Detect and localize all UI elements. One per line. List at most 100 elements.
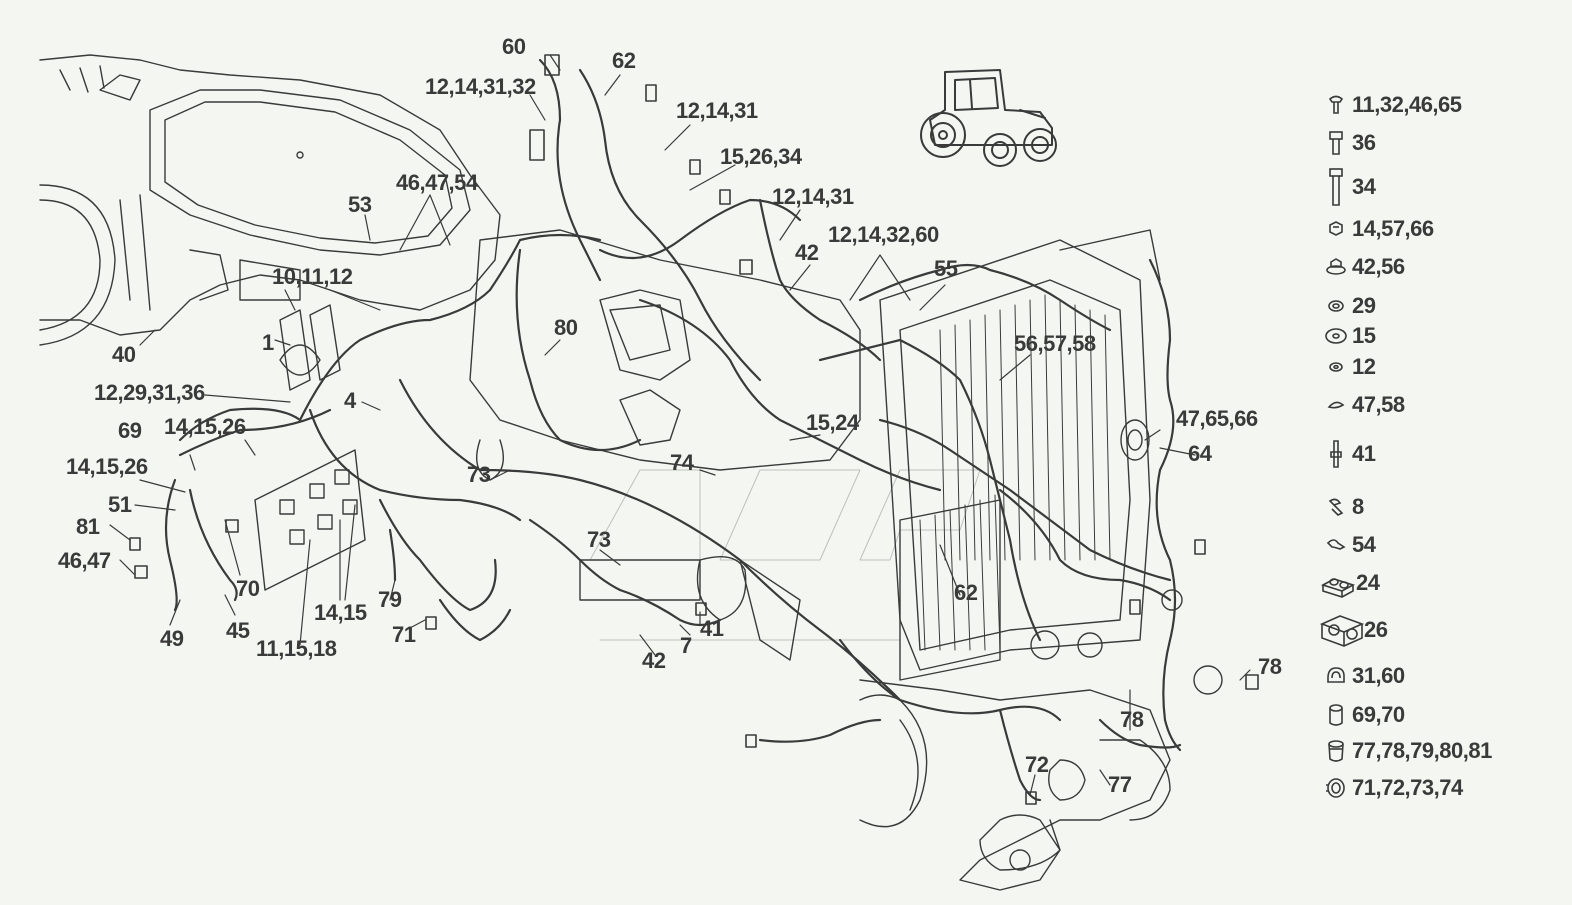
legend-row: 34 [1320,168,1376,206]
legend-row: 54 [1320,528,1376,562]
legend-label: 71,72,73,74 [1352,775,1463,800]
engine-block [469,229,861,661]
transmission-housing [39,54,501,376]
cable-tie-icon [1328,498,1344,516]
callout-label: 78 [1258,654,1282,679]
callout-label: 12,14,32,60 [828,222,939,247]
stud-icon [1330,440,1342,468]
callout-label: 12,14,31 [676,98,758,123]
leader-lines [109,54,1251,796]
legend-label: 29 [1352,293,1376,318]
callout-label: 49 [160,626,184,651]
callout-label: 53 [348,192,372,217]
callout-label: 46,47,54 [396,170,478,195]
grommet-icon [1326,778,1345,798]
legend-label: 12 [1352,354,1376,379]
horn [1030,419,1223,695]
callout-label: 15,26,34 [720,144,802,169]
callout-label: 41 [700,616,724,641]
legend-row: 24 [1320,566,1380,600]
callout-label: 1 [262,330,274,355]
callout-label: 12,14,31 [772,184,854,209]
legend-row: 47,58 [1320,388,1405,422]
legend-label: 41 [1352,441,1376,466]
legend-row: 41 [1320,437,1376,471]
callout-label: 12,29,31,36 [94,380,205,405]
clip-icon [1326,539,1346,550]
callout-label: 42 [795,240,819,265]
connectors [129,54,1259,805]
legend-label: 34 [1352,174,1376,199]
p-clamp-icon [1327,667,1345,683]
legend-label: 42,56 [1352,254,1405,279]
relay-plate [254,304,366,591]
callout-label: 62 [954,580,978,605]
legend-label: 8 [1352,494,1364,519]
callout-label: 7 [680,633,692,658]
callout-label: 46,47 [58,548,111,573]
callout-label: 12,14,31,32 [425,74,536,99]
legend-row: 42,56 [1320,250,1405,284]
callout-label: 77 [1108,772,1132,797]
callout-label: 42 [642,648,666,673]
legend-row: 71,72,73,74 [1320,771,1463,805]
callout-label: 79 [378,587,402,612]
legend-row: 77,78,79,80,81 [1320,734,1492,768]
legend-label: 15 [1352,323,1376,348]
flange-nut-icon [1326,258,1346,275]
clamp-block-small-icon [1320,578,1356,598]
callout-label: 11,15,18 [256,636,337,661]
callout-label: 62 [612,48,636,73]
bolt-long-icon [1329,168,1343,206]
legend-row: 69,70 [1320,698,1405,732]
callout-label: 10,11,12 [272,264,353,289]
callout-label: 47,65,66 [1176,406,1258,431]
legend-row: 36 [1320,126,1376,160]
front-axle [859,679,1171,891]
callout-label: 14,15,26 [164,414,246,439]
flat-washer-icon [1325,328,1347,344]
legend-row: 29 [1320,289,1376,323]
tractor-thumbnail [920,69,1057,167]
callout-label: 45 [226,618,250,643]
callout-label: 80 [554,315,578,340]
legend-row: 26 [1320,608,1388,652]
spring-washer-icon [1327,401,1345,409]
legend-row: 14,57,66 [1320,212,1434,246]
legend-label: 31,60 [1352,663,1405,688]
callout-label: 4 [344,388,356,413]
callout-label: 78 [1120,707,1144,732]
callout-label: 71 [392,622,416,647]
legend-row: 12 [1320,350,1376,384]
callout-label: 70 [236,576,260,601]
callout-label: 40 [112,342,136,367]
callout-label: 55 [934,256,958,281]
screw-icon [1328,95,1344,114]
callout-label: 56,57,58 [1014,331,1096,356]
radiator [879,229,1161,681]
legend-label: 11,32,46,65 [1352,92,1462,117]
hex-nut-icon [1329,221,1343,236]
legend-label: 77,78,79,80,81 [1352,738,1492,763]
legend-label: 69,70 [1352,702,1405,727]
lock-washer-icon [1328,300,1344,312]
legend-label: 26 [1364,617,1388,642]
callout-label: 64 [1188,441,1212,466]
callout-label: 73 [467,462,491,487]
callout-label: 14,15 [314,600,367,625]
callout-label: 69 [118,418,142,443]
plug-icon [1329,704,1343,726]
clamp-block-large-icon [1320,615,1364,647]
small-washer-icon [1329,362,1343,372]
callout-label: 73 [587,527,611,552]
radiator-fins [919,294,1111,651]
callout-label: 51 [108,492,132,517]
legend-label: 47,58 [1352,392,1405,417]
legend-label: 24 [1356,570,1380,595]
bolt-short-icon [1329,131,1343,155]
callout-label: 15,24 [806,410,859,435]
legend-row: 31,60 [1320,659,1405,693]
callout-label: 74 [670,450,694,475]
